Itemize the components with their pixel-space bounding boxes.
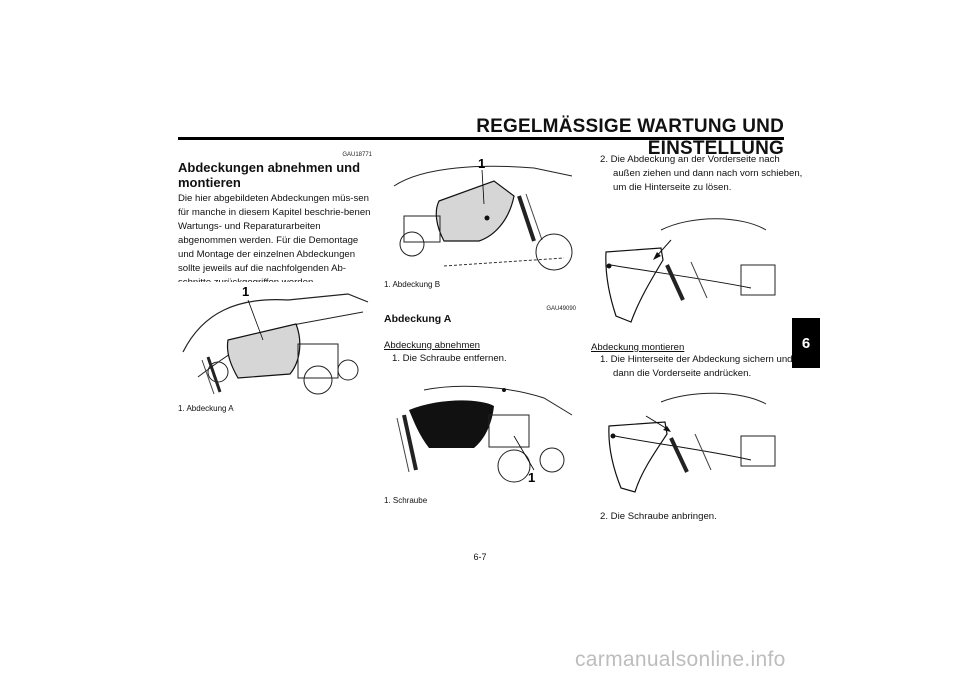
figure-screw: 1 xyxy=(384,370,576,492)
subheading-remove: Abdeckung abnehmen xyxy=(384,340,481,351)
figure-caption-screw: 1. Schraube xyxy=(384,496,428,505)
header-rule xyxy=(178,137,784,140)
page-header-title: REGELMÄSSIGE WARTUNG UND EINSTELLUNG xyxy=(476,116,784,159)
figure-cover-a: 1 xyxy=(178,282,370,400)
figure-caption-b: 1. Abdeckung B xyxy=(384,280,441,289)
section-title: Abdeckungen abnehmen und montieren xyxy=(178,160,361,190)
figure-callout-number: 1 xyxy=(478,156,485,171)
subsection-title-cover-a: Abdeckung A xyxy=(384,313,452,325)
figure-cover-b: 1 xyxy=(384,156,576,274)
intro-paragraph: Die hier abgebildeten Abdeckungen müs-se… xyxy=(178,193,371,288)
reference-code: GAU18771 xyxy=(342,152,372,158)
figure-callout-number: 1 xyxy=(528,470,535,485)
figure-callout-number: 1 xyxy=(242,284,249,299)
figure-caption-a: 1. Abdeckung A xyxy=(178,404,234,413)
figure-install-cover xyxy=(591,386,781,498)
step-remove-1: 1. Die Schraube entfernen. xyxy=(392,353,507,364)
subheading-install: Abdeckung montieren xyxy=(591,342,685,353)
step-remove-2: 2. Die Abdeckung an der Vorderseite nach… xyxy=(600,154,803,193)
watermark: carmanualsonline.info xyxy=(575,648,786,671)
reference-code: GAU49090 xyxy=(546,306,576,312)
step-install-2: 2. Die Schraube anbringen. xyxy=(600,511,717,522)
chapter-tab: 6 xyxy=(792,318,820,368)
step-install-1: 1. Die Hinterseite der Abdeckung sichern… xyxy=(600,354,793,379)
page-number: 6-7 xyxy=(473,552,487,562)
figure-remove-cover xyxy=(591,210,781,328)
